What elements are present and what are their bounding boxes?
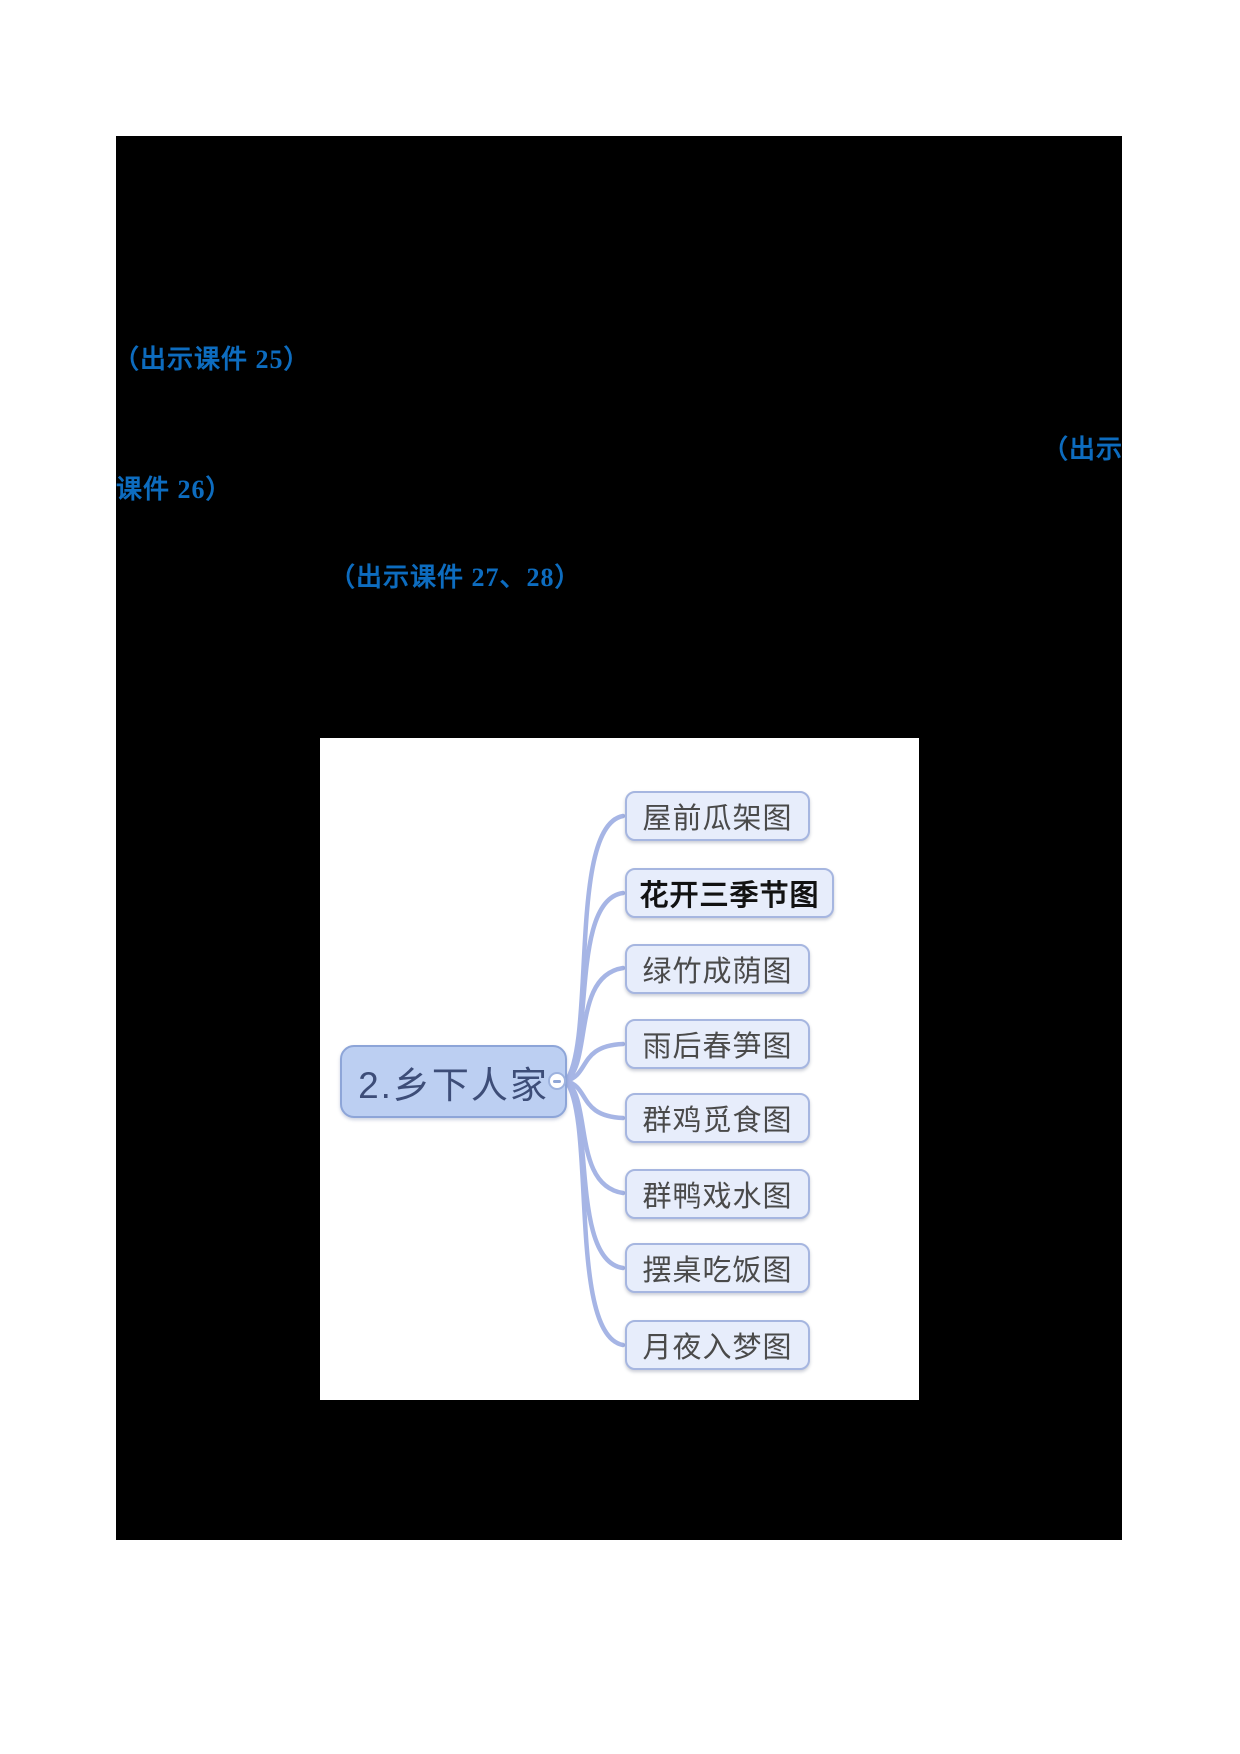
courseware-callout-27-28: （出示课件 27、28） (329, 563, 582, 592)
mindmap-branch-node: 摆桌吃饭图 (625, 1243, 810, 1293)
courseware-callout-25: （出示课件 25） (113, 345, 311, 374)
branch-label: 月夜入梦图 (642, 1332, 793, 1364)
mindmap-branch-node: 雨后春笋图 (625, 1019, 810, 1069)
minus-icon (553, 1079, 561, 1083)
mindmap-branch-node: 群鸡觅食图 (625, 1093, 810, 1143)
branch-label: 摆桌吃饭图 (642, 1255, 793, 1287)
mindmap-branch-node: 月夜入梦图 (625, 1320, 810, 1370)
mindmap-branch-node: 花开三季节图 (625, 868, 834, 918)
courseware-callout-26-line1: （出示 (1042, 435, 1124, 464)
mindmap-branch-node: 绿竹成荫图 (625, 944, 810, 994)
mindmap-image[interactable]: 2.乡下人家 屋前瓜架图 花开三季节图 绿竹成荫图 雨后春笋图 群鸡觅食图 群鸭… (320, 738, 919, 1400)
mindmap-root-node: 2.乡下人家 (340, 1045, 567, 1118)
courseware-callout-26-line2: 课件 26） (116, 475, 233, 504)
branch-label: 群鸡觅食图 (642, 1105, 793, 1137)
collapse-handle-icon (548, 1072, 566, 1090)
mindmap-branch-curves (563, 813, 626, 1348)
branch-label: 绿竹成荫图 (642, 956, 793, 988)
mindmap-branch-node: 群鸭戏水图 (625, 1169, 810, 1219)
branch-label: 花开三季节图 (639, 880, 820, 912)
curve-branch-5 (563, 1078, 626, 1121)
curve-branch-8 (563, 1078, 626, 1348)
curve-branch-3 (563, 965, 626, 1084)
mindmap-branch-node: 屋前瓜架图 (625, 791, 810, 841)
mindmap-root-label: 2.乡下人家 (358, 1064, 549, 1106)
curve-branch-1 (563, 813, 626, 1084)
curve-branch-4 (563, 1041, 626, 1084)
branch-label: 雨后春笋图 (642, 1031, 793, 1063)
branch-label: 群鸭戏水图 (642, 1181, 793, 1213)
branch-label: 屋前瓜架图 (642, 803, 793, 835)
